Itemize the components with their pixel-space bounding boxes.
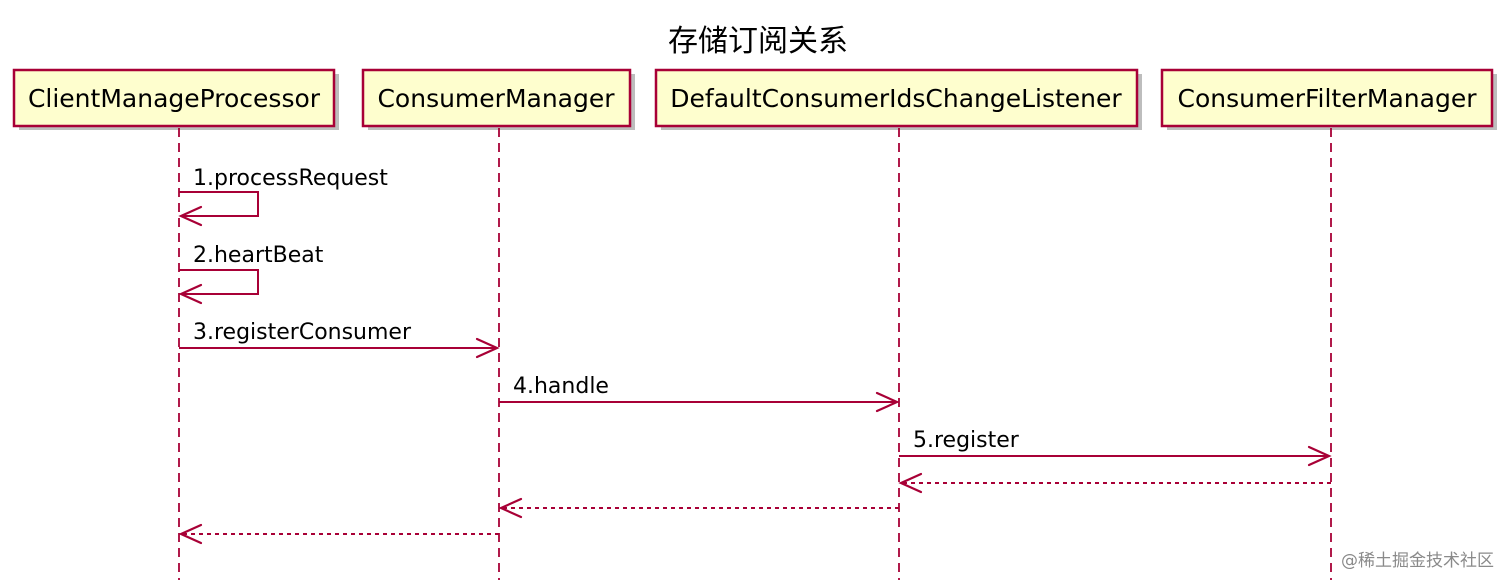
message-handle: 4.handle <box>499 374 900 413</box>
arrowhead <box>875 391 900 413</box>
participant-defaultconsumeridschangelistener: DefaultConsumerIdsChangeListener <box>654 68 1142 130</box>
arrowhead <box>475 337 500 359</box>
svg-text:2.heartBeat: 2.heartBeat <box>193 243 324 268</box>
svg-text:1.processRequest: 1.processRequest <box>193 166 388 191</box>
arrowhead <box>898 472 923 494</box>
participant-label: ClientManageProcessor <box>28 84 321 113</box>
watermark: @稀土掘金技术社区 <box>1341 551 1494 571</box>
participant-label: DefaultConsumerIdsChangeListener <box>670 84 1122 113</box>
arrowhead <box>178 523 203 545</box>
participant-clientmanageprocessor: ClientManageProcessor <box>12 68 339 130</box>
message-process-request: 1.processRequest <box>178 166 388 227</box>
return-to-defaultconsumeridschangelistener <box>898 472 1331 494</box>
participant-consumerfiltermanager: ConsumerFilterManager <box>1160 68 1497 130</box>
svg-text:5.register: 5.register <box>913 428 1020 453</box>
message-register: 5.register <box>899 428 1332 467</box>
arrowhead <box>178 205 203 227</box>
svg-text:4.handle: 4.handle <box>513 374 609 399</box>
diagram-title: 存储订阅关系 <box>668 24 848 59</box>
arrowhead <box>178 283 203 305</box>
arrowhead <box>498 497 523 519</box>
return-to-consumermanager <box>498 497 899 519</box>
return-to-clientmanageprocessor <box>178 523 499 545</box>
svg-text:3.registerConsumer: 3.registerConsumer <box>193 320 412 345</box>
message-register-consumer: 3.registerConsumer <box>179 320 500 359</box>
participant-label: ConsumerFilterManager <box>1178 84 1478 113</box>
message-heart-beat: 2.heartBeat <box>178 243 324 305</box>
arrowhead <box>1307 445 1332 467</box>
participant-label: ConsumerManager <box>377 84 615 113</box>
participant-consumermanager: ConsumerManager <box>361 68 635 130</box>
